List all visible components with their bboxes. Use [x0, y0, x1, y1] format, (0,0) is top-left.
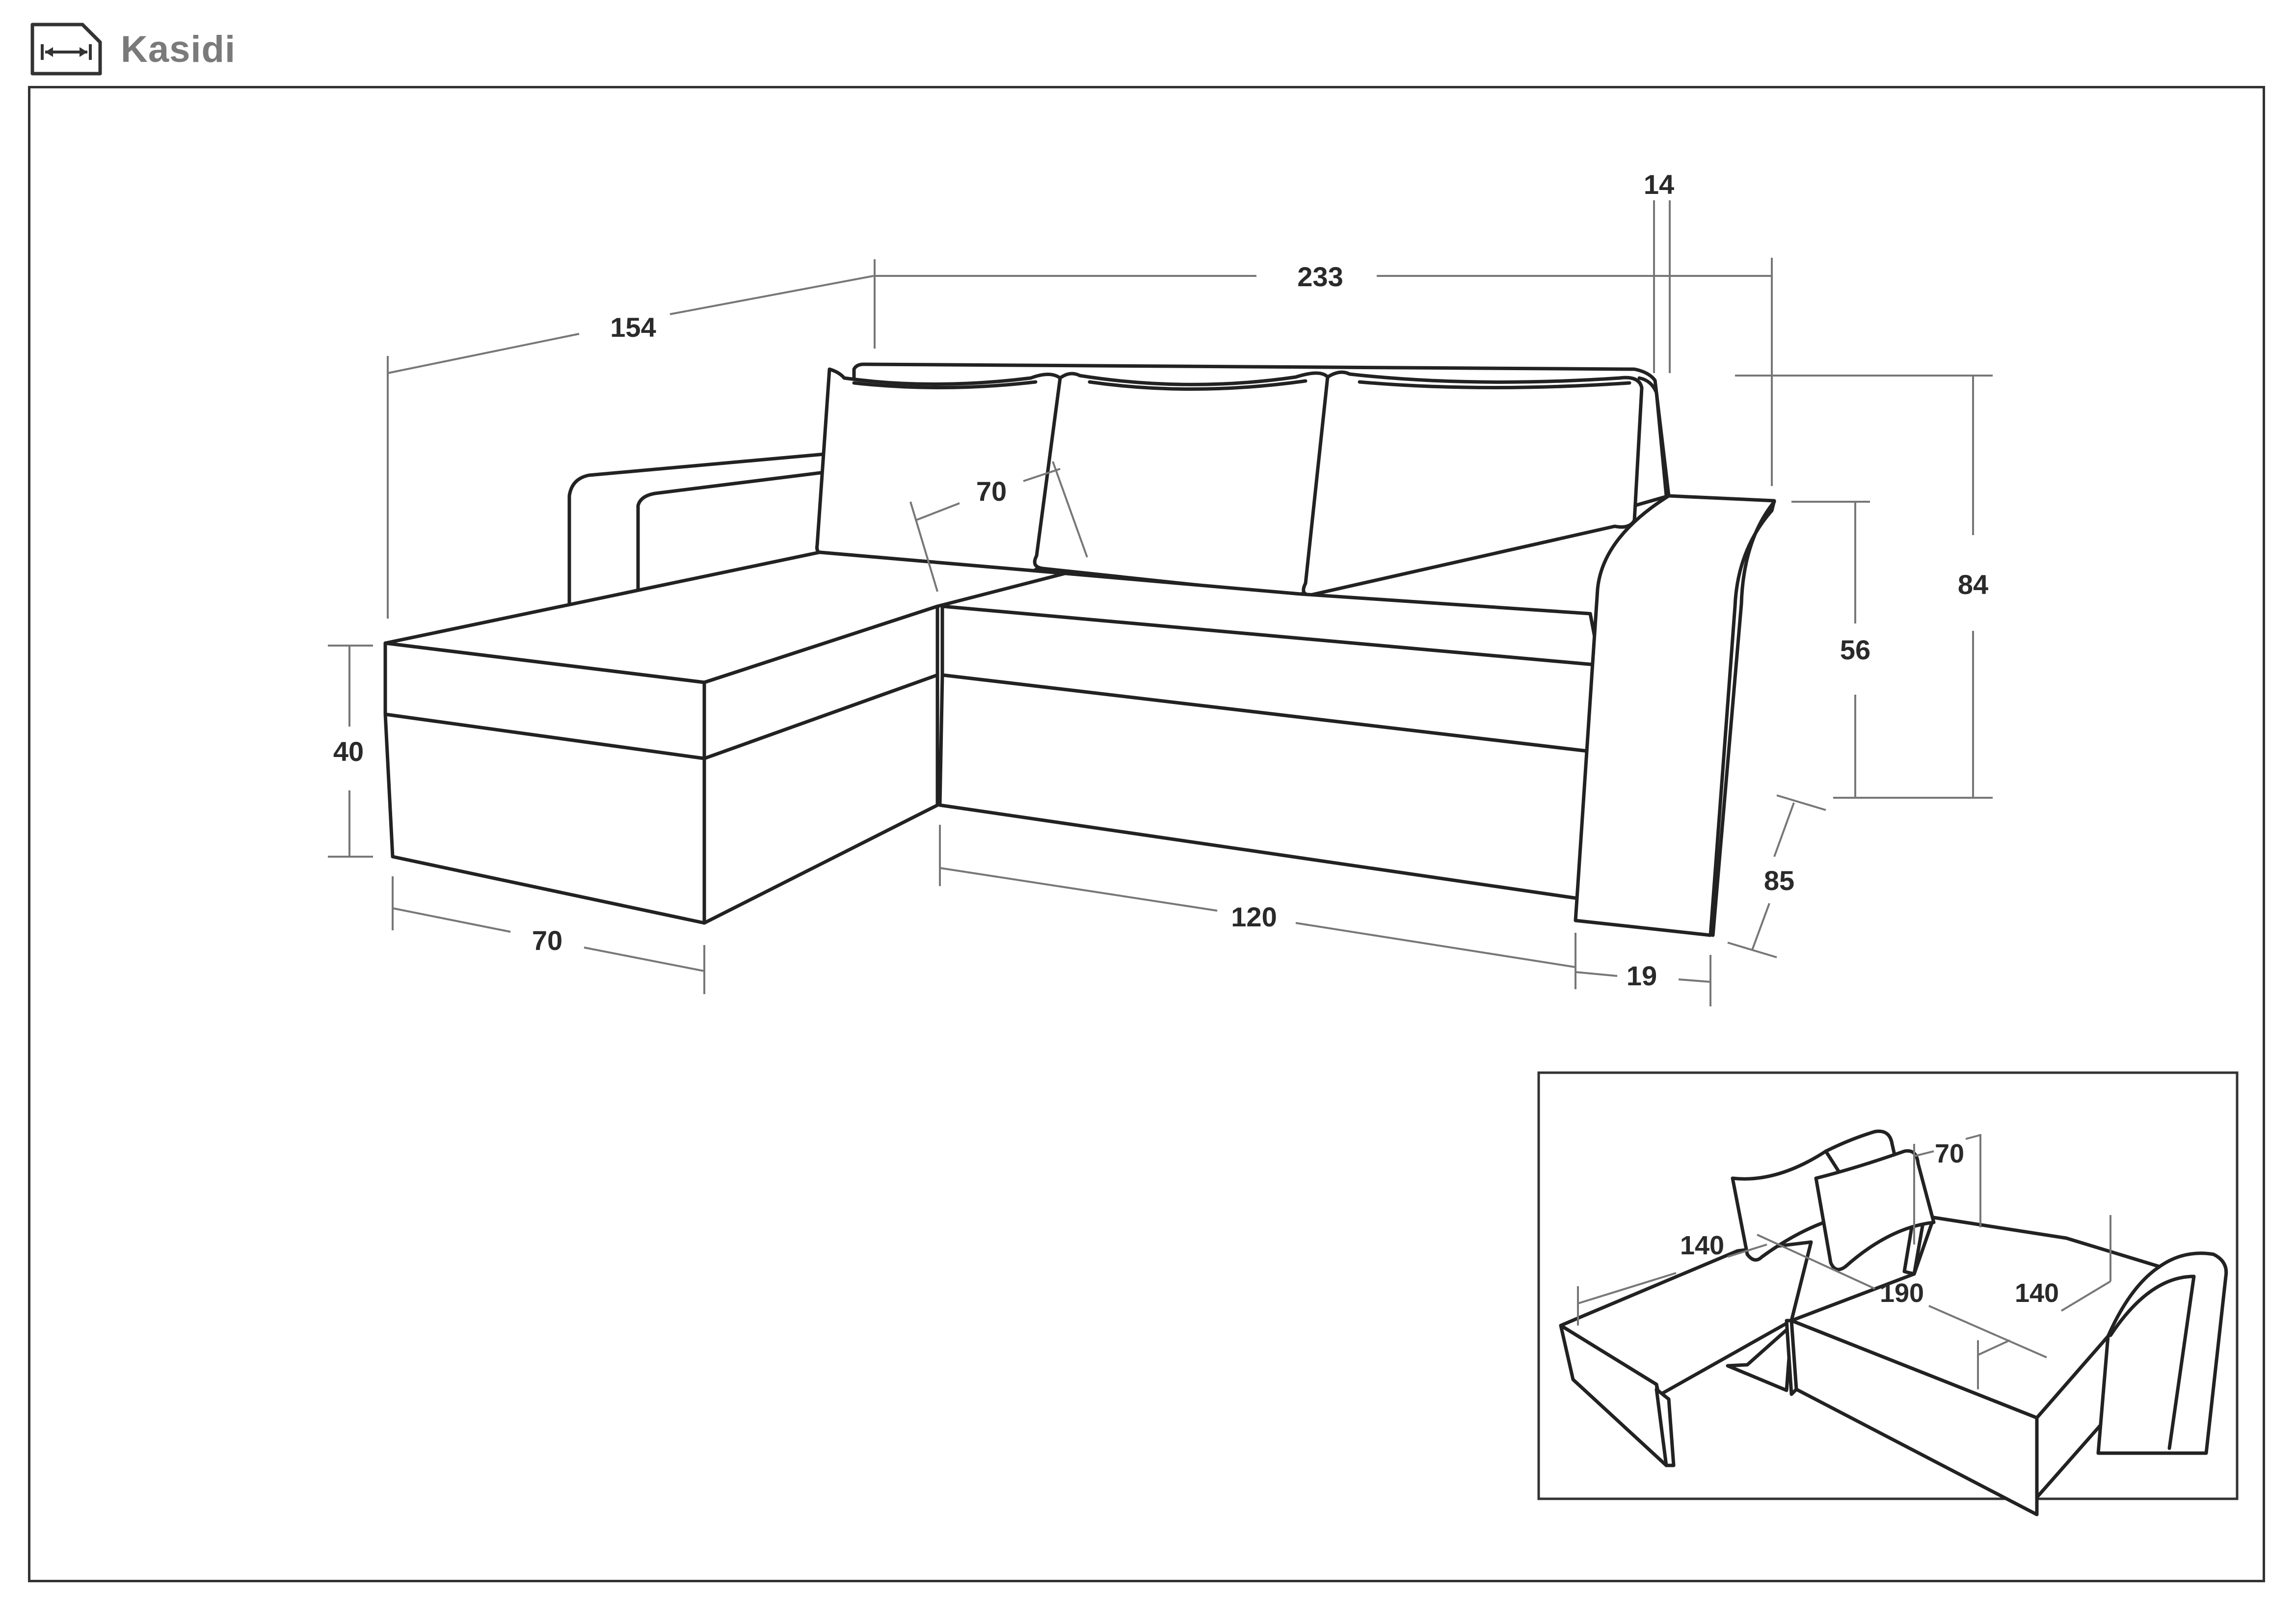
bed-view-inset [1537, 1071, 2239, 1516]
label-armrest-height: 56 [1840, 634, 1870, 665]
label-seat-height: 40 [333, 736, 364, 767]
label-cushion-depth: 70 [976, 476, 1007, 507]
product-name: Kasidi [121, 28, 236, 70]
header: Kasidi [29, 20, 236, 79]
main-dimension-lines [328, 200, 1993, 1006]
label-total-height: 84 [1958, 569, 1988, 600]
bed-view-dimension-lines [1577, 1134, 2111, 1389]
label-bed-width-right: 140 [2015, 1278, 2059, 1308]
bed-view-dimension-labels: 70 140 190 140 [1680, 1139, 2059, 1308]
sofa-main-view [383, 362, 1776, 937]
label-armrest-width: 19 [1627, 960, 1657, 991]
label-total-width: 233 [1297, 261, 1343, 292]
label-seat-width: 120 [1231, 901, 1277, 932]
label-bed-chaise-depth: 70 [1935, 1139, 1964, 1168]
label-backrest-depth: 14 [1644, 169, 1674, 200]
label-bed-length: 190 [1880, 1278, 1924, 1308]
label-bed-width-left: 140 [1680, 1231, 1724, 1260]
dimensions-arrow-icon [30, 23, 102, 76]
label-sofa-depth: 85 [1764, 865, 1794, 896]
main-drawing-frame [28, 86, 2265, 1582]
label-chaise-width: 70 [532, 925, 562, 956]
main-dimension-labels: 154 233 14 70 84 56 40 70 120 19 85 [333, 169, 1988, 991]
label-depth-corner: 154 [610, 312, 656, 343]
